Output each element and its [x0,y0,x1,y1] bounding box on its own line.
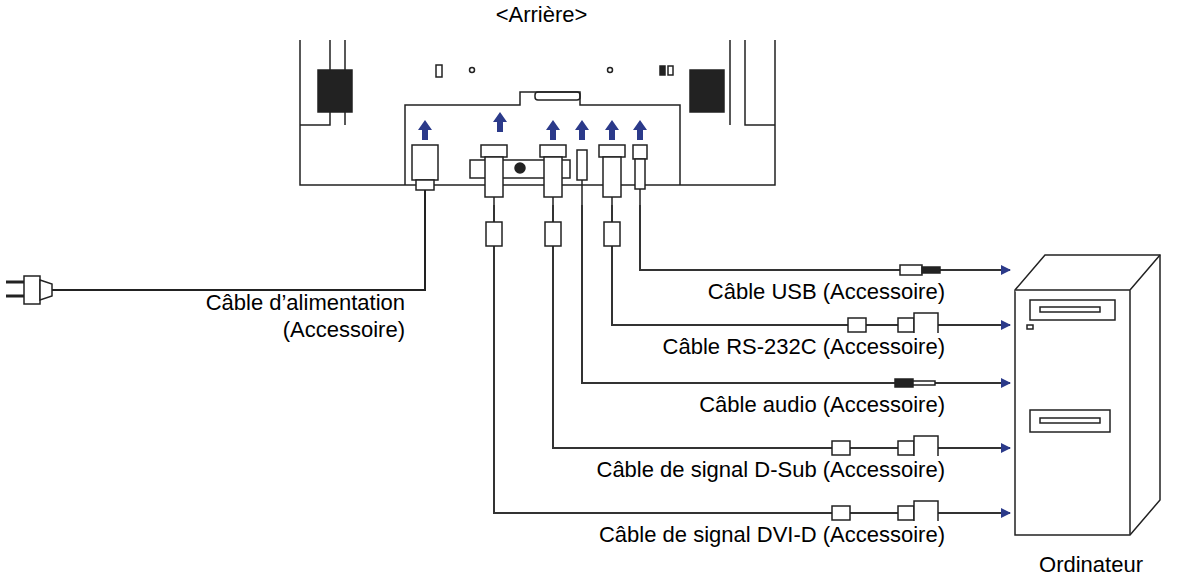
monitor-node: <Arrière> [300,0,783,205]
signal-cable [494,205,1010,513]
computer-tower [1015,255,1160,535]
port-arrows [418,112,647,140]
cable-plugs [50,145,647,290]
cable-label: Câble de signal D-Sub (Accessoire) [597,456,946,483]
signal-cable [612,205,1010,325]
monitor-rear [300,40,775,185]
power-plug [6,276,52,304]
cable-label: Câble USB (Accessoire) [708,278,945,305]
signal-cable [582,205,1010,383]
device-name: Ordinateur [1012,552,1170,578]
computer-node: Ordinateur [1012,255,1170,580]
signal-cable [640,205,1010,270]
cable-label: Câble RS-232C (Accessoire) [663,333,945,360]
cable-label: Câble de signal DVI-D (Accessoire) [599,521,945,548]
signal-cable [553,205,1010,448]
view-heading: <Arrière> [300,2,783,28]
cable-label: Câble audio (Accessoire) [699,391,945,418]
cable-label: Câble d’alimentation (Accessoire) [125,289,405,343]
